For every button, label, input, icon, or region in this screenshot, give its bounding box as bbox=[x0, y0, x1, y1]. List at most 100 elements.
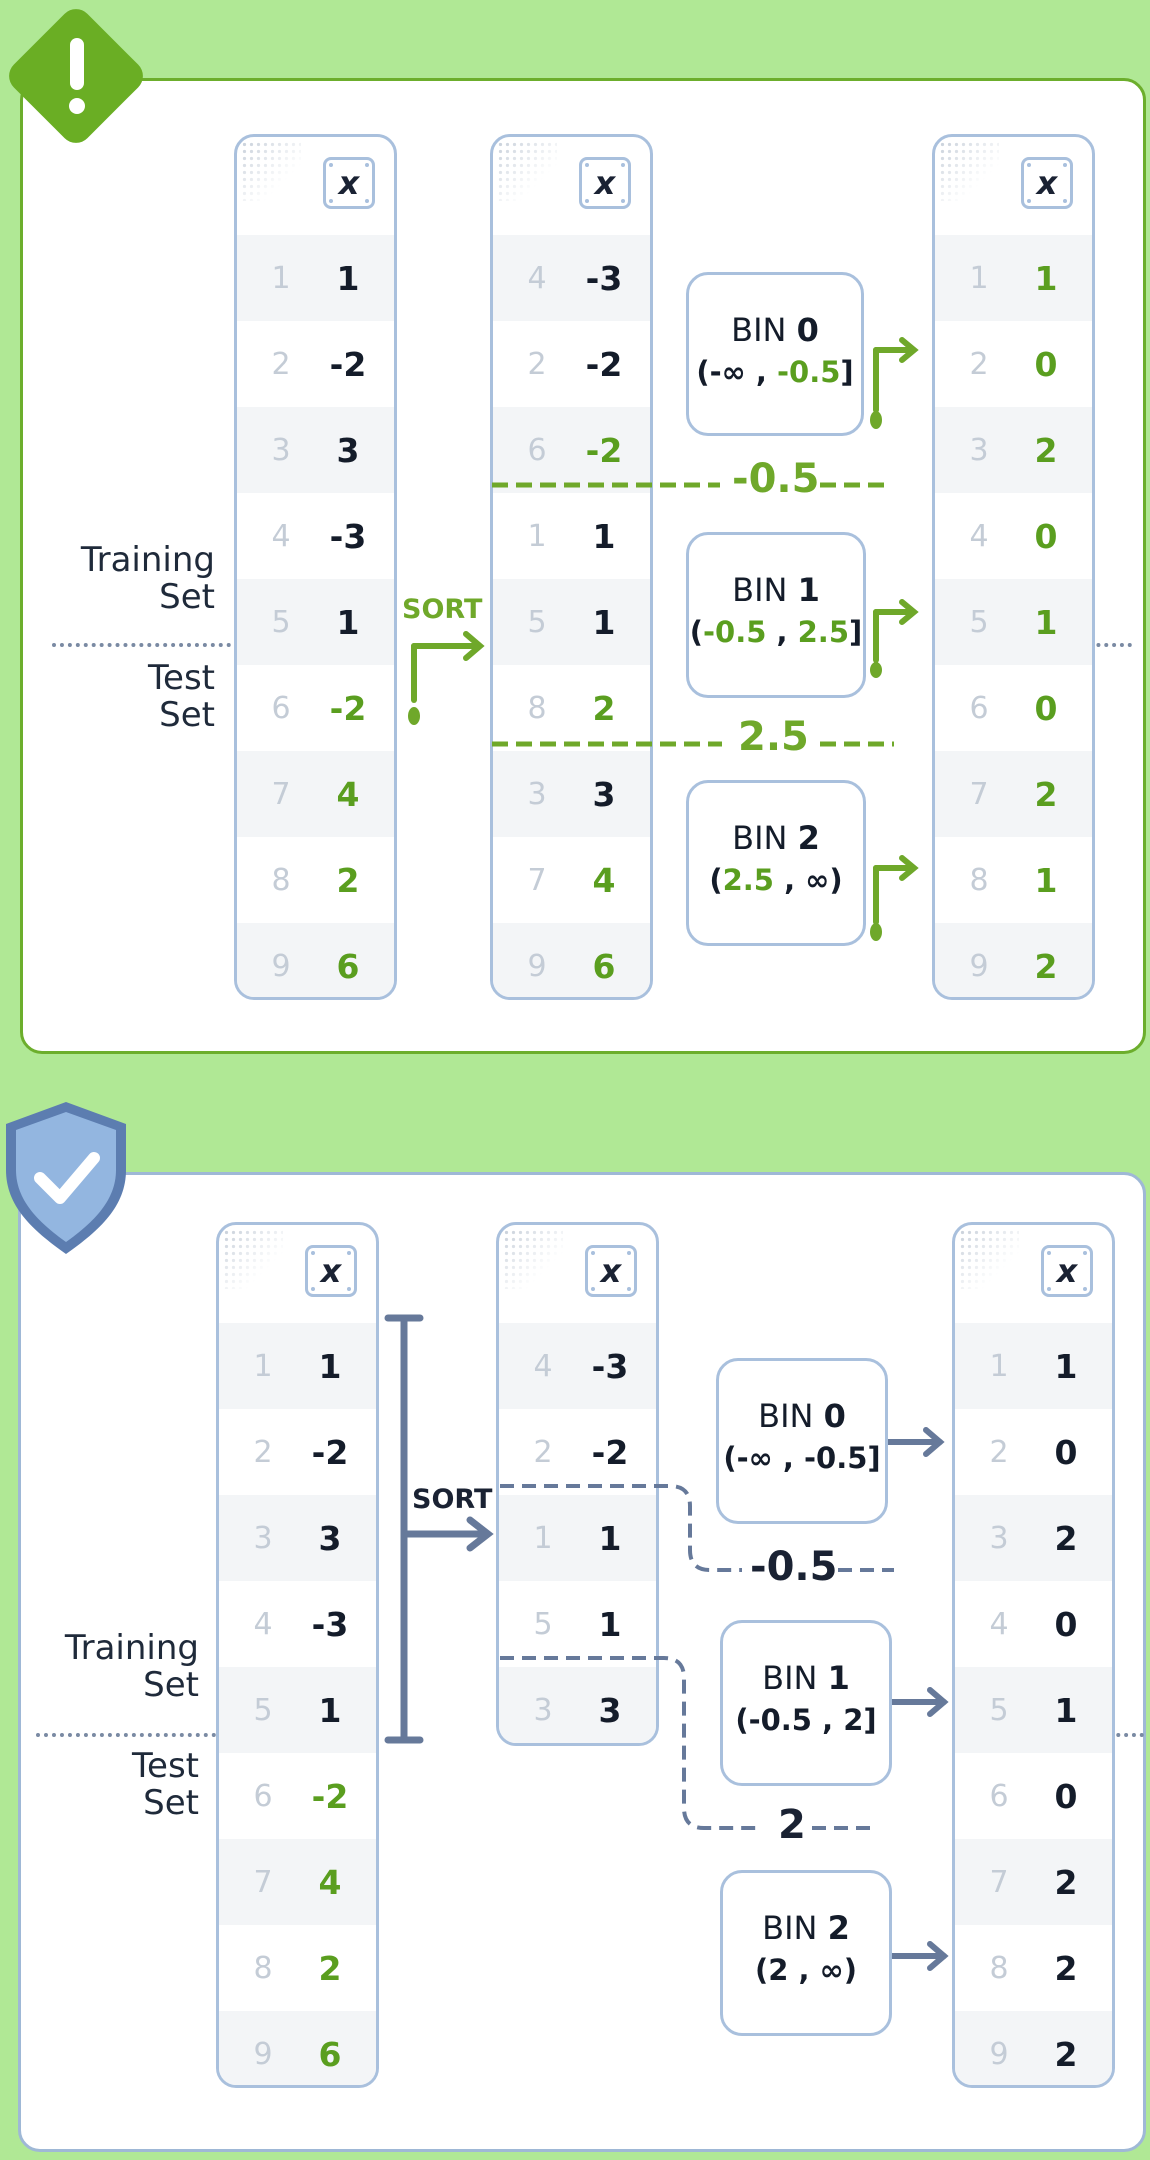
test-set-label: Test Set bbox=[132, 1746, 199, 1823]
row-index: 4 bbox=[969, 518, 989, 554]
row-value: 2 bbox=[1034, 430, 1058, 470]
row-index: 8 bbox=[253, 1950, 273, 1986]
table-row: 2-2 bbox=[219, 1409, 376, 1495]
threshold-label: 2.5 bbox=[738, 714, 809, 760]
corner-dot-pattern bbox=[939, 141, 999, 201]
bin-box: BIN 1(-0.5 , 2.5] bbox=[686, 532, 866, 698]
row-index: 8 bbox=[271, 862, 291, 898]
row-value: -2 bbox=[311, 1432, 349, 1472]
row-index: 1 bbox=[533, 1520, 553, 1556]
row-index: 3 bbox=[969, 432, 989, 468]
row-index: 9 bbox=[969, 948, 989, 984]
row-index: 4 bbox=[253, 1606, 273, 1642]
row-value: 1 bbox=[592, 602, 616, 642]
row-value: 1 bbox=[336, 258, 360, 298]
row-value: -3 bbox=[591, 1346, 629, 1386]
row-value: 2 bbox=[592, 688, 616, 728]
bin-box: BIN 0(-∞ , -0.5] bbox=[716, 1358, 888, 1524]
row-index: 4 bbox=[271, 518, 291, 554]
row-index: 2 bbox=[989, 1434, 1009, 1470]
row-index: 6 bbox=[271, 690, 291, 726]
table-row: 6-2 bbox=[219, 1753, 376, 1839]
row-value: 3 bbox=[598, 1690, 622, 1730]
row-value: -2 bbox=[585, 344, 623, 384]
row-index: 8 bbox=[969, 862, 989, 898]
shield-check-icon bbox=[6, 1102, 126, 1254]
row-index: 5 bbox=[969, 604, 989, 640]
column-header-x: x bbox=[305, 1245, 357, 1297]
row-index: 3 bbox=[533, 1692, 553, 1728]
row-value: 0 bbox=[1034, 516, 1058, 556]
row-index: 7 bbox=[969, 776, 989, 812]
row-index: 7 bbox=[271, 776, 291, 812]
bin-range: (-∞ , -0.5] bbox=[723, 1441, 881, 1475]
row-index: 4 bbox=[527, 260, 547, 296]
bin-range: (2 , ∞) bbox=[754, 1953, 858, 1987]
row-index: 2 bbox=[271, 346, 291, 382]
row-index: 5 bbox=[253, 1692, 273, 1728]
train-test-divider bbox=[36, 1733, 376, 1737]
row-index: 1 bbox=[271, 260, 291, 296]
row-value: 0 bbox=[1034, 688, 1058, 728]
row-value: 1 bbox=[1034, 860, 1058, 900]
row-value: -2 bbox=[329, 344, 367, 384]
row-value: 4 bbox=[336, 774, 360, 814]
row-index: 1 bbox=[969, 260, 989, 296]
row-index: 5 bbox=[989, 1692, 1009, 1728]
row-value: 0 bbox=[1054, 1776, 1078, 1816]
row-index: 1 bbox=[989, 1348, 1009, 1384]
row-index: 7 bbox=[253, 1864, 273, 1900]
bin-range: (2.5 , ∞) bbox=[709, 863, 843, 897]
row-value: 0 bbox=[1054, 1432, 1078, 1472]
table-row: 2-2 bbox=[493, 321, 650, 407]
row-index: 7 bbox=[989, 1864, 1009, 1900]
bin-box: BIN 2 (2.5 , ∞) bbox=[686, 780, 866, 946]
row-value: 2 bbox=[1054, 1948, 1078, 1988]
row-index: 2 bbox=[969, 346, 989, 382]
corner-dot-pattern bbox=[241, 141, 301, 201]
row-index: 9 bbox=[989, 2036, 1009, 2072]
row-index: 3 bbox=[271, 432, 291, 468]
row-value: -2 bbox=[329, 688, 367, 728]
column-header-x: x bbox=[1041, 1245, 1093, 1297]
row-index: 9 bbox=[271, 948, 291, 984]
row-value: 2 bbox=[1054, 1518, 1078, 1558]
row-index: 3 bbox=[989, 1520, 1009, 1556]
row-index: 1 bbox=[253, 1348, 273, 1384]
sort-label: SORT bbox=[412, 1484, 493, 1515]
row-value: 6 bbox=[592, 946, 616, 986]
bin-title: BIN 2 bbox=[732, 819, 820, 857]
corner-dot-pattern bbox=[497, 141, 557, 201]
row-value: 0 bbox=[1034, 344, 1058, 384]
row-value: 2 bbox=[1054, 1862, 1078, 1902]
column-header-x: x bbox=[585, 1245, 637, 1297]
bin-title: BIN 1 bbox=[762, 1659, 850, 1697]
row-value: -2 bbox=[311, 1776, 349, 1816]
corner-dot-pattern bbox=[503, 1229, 563, 1289]
row-value: 1 bbox=[1034, 602, 1058, 642]
row-value: 2 bbox=[1034, 774, 1058, 814]
row-value: 6 bbox=[318, 2034, 342, 2074]
row-value: -2 bbox=[591, 1432, 629, 1472]
row-index: 6 bbox=[969, 690, 989, 726]
training-set-label: Training Set bbox=[80, 540, 215, 617]
